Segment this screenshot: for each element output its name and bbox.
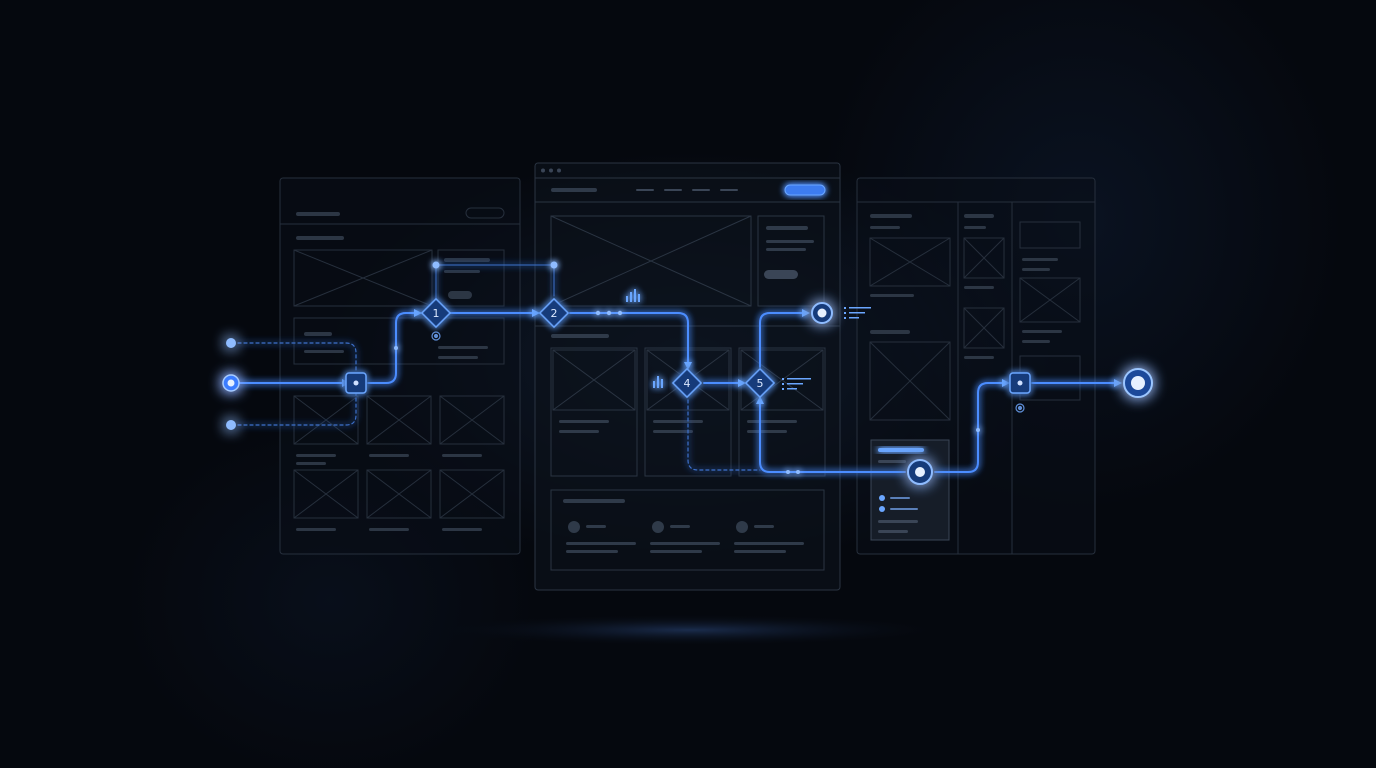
start-node-icon[interactable] (222, 338, 240, 430)
input-connector-bottom (237, 393, 357, 426)
step-node-2[interactable]: 2 (538, 297, 570, 329)
connector-branch-top (435, 264, 555, 300)
step-node-4-label: 4 (684, 377, 691, 390)
image-placeholder-grid (293, 395, 505, 519)
panel-center-nav (636, 189, 738, 191)
floor-glow (430, 614, 950, 646)
step-node-5[interactable]: 5 (744, 367, 776, 399)
panel-left-header-button (465, 207, 505, 219)
merge-node[interactable] (1009, 372, 1031, 394)
settings-gear-icon (1015, 403, 1025, 413)
connector-step2-to-step4 (569, 312, 689, 367)
panel-center-cta-button (784, 184, 826, 196)
merge-node[interactable] (345, 372, 367, 394)
flow-connectors (237, 264, 1119, 473)
window-dot (557, 168, 561, 173)
step-node-4[interactable]: 4 (671, 367, 703, 399)
connector-step5-to-output (759, 312, 807, 368)
wireframe-panel-right (856, 177, 1096, 555)
settings-gear-icon (431, 331, 441, 341)
step-node-2-label: 2 (551, 307, 558, 320)
step-node-5-label: 5 (757, 377, 764, 390)
end-node-icon[interactable] (1123, 368, 1153, 398)
arrowheads (342, 309, 1122, 404)
waypoint-dots (394, 261, 980, 474)
window-dot (541, 168, 545, 173)
highlighted-card (870, 439, 950, 541)
output-node[interactable] (811, 302, 833, 324)
wireframe-panel-left (279, 177, 521, 555)
input-connector-top (237, 342, 357, 373)
list-icon (844, 307, 871, 319)
list-icon (782, 378, 811, 390)
step-node-1[interactable]: 1 (420, 297, 452, 329)
card-node[interactable] (907, 459, 933, 485)
connector-step5-to-card (759, 399, 906, 473)
panel-center-logo-bar (551, 188, 597, 192)
bar-chart-icon (653, 376, 663, 388)
connector-card-to-hub (934, 382, 1009, 473)
hero-image-placeholder (550, 215, 752, 307)
panel-left-title-bar (296, 212, 340, 216)
bar-chart-icon (626, 289, 640, 302)
connector-step4-down (687, 399, 761, 471)
image-placeholder (293, 249, 433, 307)
step-node-1-label: 1 (433, 307, 440, 320)
window-dot (549, 168, 553, 173)
